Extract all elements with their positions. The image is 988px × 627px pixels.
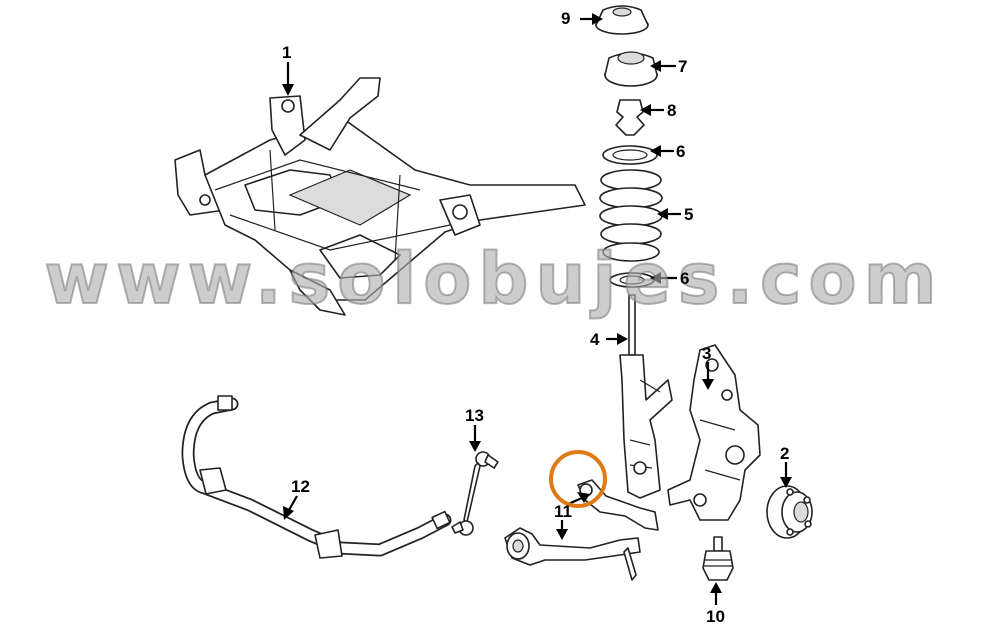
callout-4: 4	[590, 330, 600, 349]
callout-6-lower: 6	[680, 269, 690, 288]
callout-7: 7	[678, 57, 688, 76]
callout-12: 12	[291, 477, 310, 496]
strut-bearing	[604, 51, 658, 87]
callout-2: 2	[780, 444, 790, 463]
callout-3: 3	[702, 344, 712, 363]
watermark-text: www.solobujes.com	[43, 237, 944, 321]
callout-8: 8	[667, 101, 677, 120]
callout-1: 1	[282, 43, 292, 62]
callout-9: 9	[561, 9, 571, 28]
callout-13: 13	[465, 406, 484, 425]
steering-knuckle	[667, 344, 761, 521]
callout-11: 11	[554, 502, 572, 521]
coil-spring	[599, 169, 663, 262]
leader-lines	[282, 13, 792, 605]
callout-10: 10	[706, 607, 725, 626]
spring-seat-upper	[602, 145, 658, 165]
ball-joint	[702, 536, 734, 581]
subframe	[174, 77, 586, 316]
stabilizer-bar	[181, 395, 452, 559]
strut-assembly	[619, 294, 673, 499]
strut-mount	[595, 5, 649, 35]
highlight-circle	[549, 450, 607, 508]
bump-stop	[615, 99, 645, 136]
lower-control-arm	[504, 527, 641, 581]
callout-6: 6	[676, 142, 686, 161]
wheel-hub	[766, 485, 813, 539]
callout-5: 5	[684, 205, 694, 224]
stabilizer-link	[451, 451, 499, 536]
